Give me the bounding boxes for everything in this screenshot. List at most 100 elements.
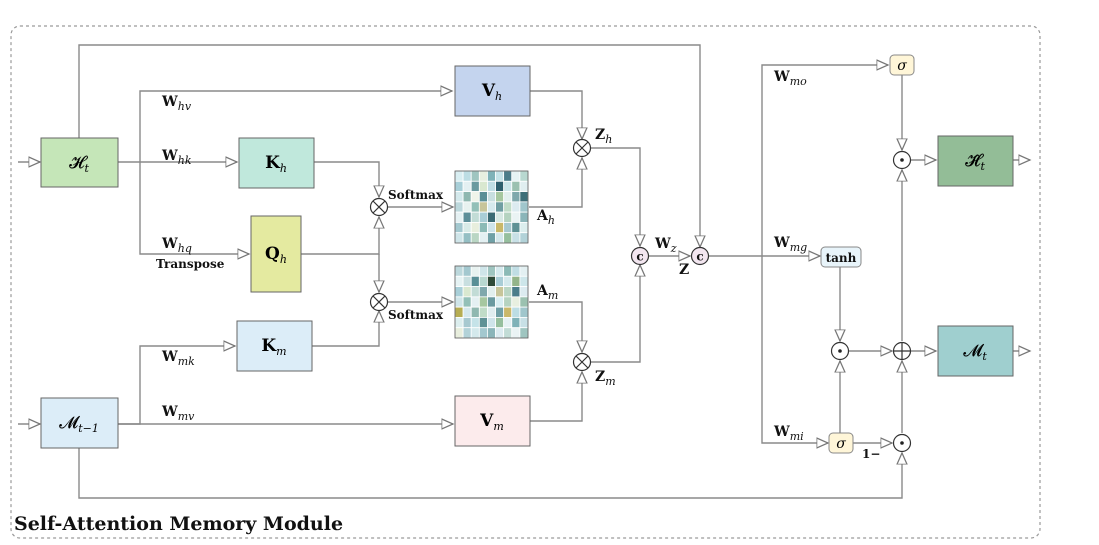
weight-W-hq: Whq [161,236,192,255]
attention-cell [511,222,521,234]
attention-cell [519,211,529,223]
attention-cell [487,170,496,182]
attention-cell [519,191,529,203]
attention-cell [462,296,472,308]
attention-cell [519,170,529,182]
attention-cell [454,191,464,203]
attention-cell [511,232,521,244]
attention-cell [470,296,480,308]
attention-cell [487,327,496,339]
attention-cell [478,275,488,287]
attention-cell [503,275,513,287]
attention-cell [511,191,521,203]
attention-cell [487,306,496,318]
attention-cell [495,201,505,213]
attention-cell [503,327,513,339]
Z-label: Z [679,262,689,278]
hadamard-op-top [892,150,912,170]
attention-cell [454,232,464,244]
attention-cell [470,222,480,234]
box-V-m: Vm [454,395,531,447]
attention-cell [495,232,505,244]
attention-cell [495,211,505,223]
attention-cell [462,222,472,234]
attention-map-border [454,265,529,339]
attention-cell [511,265,521,277]
tanh-label: tanh [826,251,857,265]
attention-cell [462,317,472,329]
multiply-op-1 [369,197,389,217]
attention-cell [511,211,521,223]
attention-cell [511,306,521,318]
attention-cell [487,232,496,244]
attention-cell [470,317,480,329]
attention-cell [462,275,472,287]
attention-cell [478,265,488,277]
attention-cell [462,306,472,318]
box-H-t: 𝓗t [40,137,119,188]
sigma-o-label: σ [897,58,907,74]
attention-cell [495,306,505,318]
A-m-label: Am [536,283,558,302]
attention-cell [470,180,480,192]
attention-cell [511,180,521,192]
attention-cell [478,327,488,339]
attention-cell [462,211,472,223]
box-M-prev: 𝓜t−1 [40,397,119,449]
K-h-label: K [265,153,281,173]
H-t-sub: t [84,162,89,175]
attention-cell [495,327,505,339]
attention-cell [478,286,488,298]
attention-cell [454,317,464,329]
attention-cell [495,275,505,287]
box-V-h: Vh [454,65,531,117]
attention-cell [503,170,513,182]
hadamard-op-mid [830,341,850,361]
attention-cell [470,286,480,298]
attention-cell [495,296,505,308]
weight-W-mg: Wmg [773,235,807,254]
V-h-sub: h [495,90,502,103]
attention-cell [487,275,496,287]
attention-cell [495,170,505,182]
attention-cell [478,211,488,223]
attention-cell [462,170,472,182]
attention-cell [454,201,464,213]
K-m-label: K [261,336,277,356]
attention-cell [511,296,521,308]
attention-cell [519,180,529,192]
svg-text:𝓜t: 𝓜t [963,341,987,363]
weight-W-mi: Wmi [773,424,804,443]
attention-cell [519,265,529,277]
transpose-label: Transpose [156,257,225,271]
attention-cell [519,317,529,329]
attention-cell [487,191,496,203]
one-minus-label: 1− [862,447,880,461]
weight-W-mv: Wmv [161,404,195,423]
box-K-m: Km [236,320,313,372]
module-boundary [10,25,1041,539]
attention-map-border [454,170,529,244]
hadamard-op-bottom [892,433,912,453]
attention-cell [503,201,513,213]
attention-cell [495,317,505,329]
attention-cell [454,327,464,339]
attention-cell [511,286,521,298]
attention-cell [478,170,488,182]
attention-cell [470,232,480,244]
K-h-sub: h [280,162,287,175]
concat-op-1: c [630,246,650,266]
M-prev-sub: t−1 [78,422,99,435]
attention-cell [495,180,505,192]
attention-cell [470,201,480,213]
attention-cell [503,296,513,308]
attention-cell [511,275,521,287]
attention-cell [503,222,513,234]
K-m-sub: m [276,345,286,358]
attention-cell [470,170,480,182]
weight-W-hv: Whv [161,94,192,113]
attention-cell [503,191,513,203]
H-hat-sub: t [980,160,985,173]
attention-cell [519,275,529,287]
